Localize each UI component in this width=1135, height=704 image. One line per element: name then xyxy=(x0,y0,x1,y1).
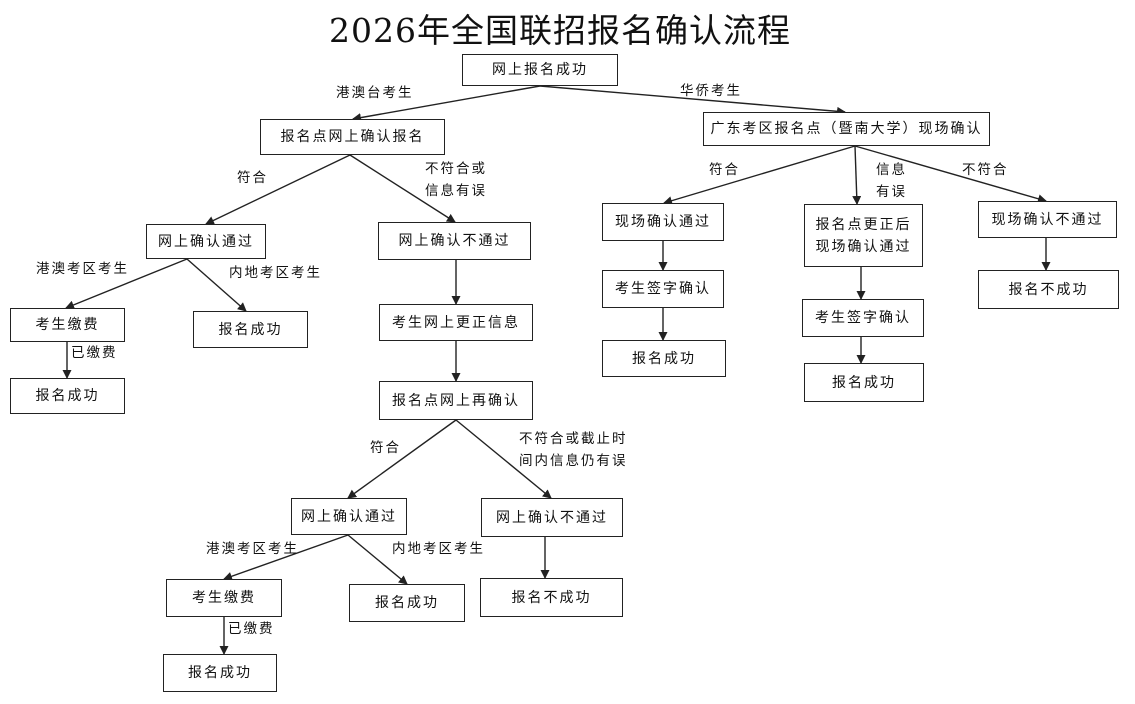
box-success-pay1: 报名成功 xyxy=(10,378,125,414)
edge-online-to-pass1 xyxy=(205,154,351,225)
box-success-mainland2: 报名成功 xyxy=(349,584,465,622)
box-success-pay2: 报名成功 xyxy=(163,654,277,692)
label-ok2: 符合 xyxy=(370,440,401,456)
box-fail2-result: 报名不成功 xyxy=(480,578,623,617)
label-not-ok3: 不符合 xyxy=(962,162,1009,178)
label-hk-mac-tw: 港澳台考生 xyxy=(336,85,414,101)
box-success-sign1: 报名成功 xyxy=(602,340,726,377)
label-mainland1: 内地考区考生 xyxy=(229,265,322,281)
label-hk-mac2: 港澳考区考生 xyxy=(206,541,299,557)
label-not-ok1: 不符合或 信息有误 xyxy=(425,161,487,199)
label-not-ok2: 不符合或截止时 间内信息仍有误 xyxy=(519,431,628,469)
label-hk-mac1: 港澳考区考生 xyxy=(36,261,129,277)
page-title: 2026年全国联招报名确认流程 xyxy=(329,11,791,50)
box-gd-onsite-confirm: 广东考区报名点（暨南大学）现场确认 xyxy=(703,112,990,146)
label-info-error: 信息 有误 xyxy=(876,162,907,200)
edge-online-to-fail1 xyxy=(349,154,456,223)
label-ok3: 符合 xyxy=(709,162,740,178)
box-reconfirm: 报名点网上再确认 xyxy=(379,381,533,420)
box-onsite-pass: 现场确认通过 xyxy=(602,203,724,241)
edge-pass1-to-pay1 xyxy=(65,258,188,310)
box-pass1: 网上确认通过 xyxy=(146,224,266,259)
edge-gd-to-onsite-pass xyxy=(663,145,856,206)
label-paid2: 已缴费 xyxy=(228,621,275,637)
edge-root-to-online xyxy=(352,85,541,123)
box-root: 网上报名成功 xyxy=(462,54,618,86)
box-fail1: 网上确认不通过 xyxy=(378,222,531,260)
edge-reconfirm-to-pass2 xyxy=(347,419,457,499)
box-onsite-fail-result: 报名不成功 xyxy=(978,270,1119,309)
box-pass2: 网上确认通过 xyxy=(291,498,407,535)
label-overseas: 华侨考生 xyxy=(680,83,742,99)
label-mainland2: 内地考区考生 xyxy=(392,541,485,557)
edge-reconfirm-to-fail2 xyxy=(455,419,552,499)
edge-pass2-to-succ2 xyxy=(347,534,408,585)
box-pay2: 考生缴费 xyxy=(166,579,282,617)
box-success-mainland1: 报名成功 xyxy=(193,311,308,348)
box-sign1: 考生签字确认 xyxy=(602,270,724,308)
box-sign2: 考生签字确认 xyxy=(802,299,924,337)
label-ok1: 符合 xyxy=(237,170,268,186)
edge-gd-to-onsite-fail xyxy=(854,145,1047,204)
box-onsite-fail: 现场确认不通过 xyxy=(978,201,1117,238)
edge-pass1-to-succ1 xyxy=(186,258,247,312)
box-pay1: 考生缴费 xyxy=(10,308,125,342)
edge-pass2-to-pay2 xyxy=(223,534,349,581)
box-correct-info: 考生网上更正信息 xyxy=(379,304,533,341)
box-success-sign2: 报名成功 xyxy=(804,363,924,402)
edge-root-to-gd xyxy=(539,85,846,116)
box-fail2: 网上确认不通过 xyxy=(481,498,623,537)
edge-gd-to-fix xyxy=(852,145,862,205)
box-fix-onsite: 报名点更正后 现场确认通过 xyxy=(804,204,923,267)
label-paid1: 已缴费 xyxy=(71,345,118,361)
box-online-confirm: 报名点网上确认报名 xyxy=(260,119,445,155)
